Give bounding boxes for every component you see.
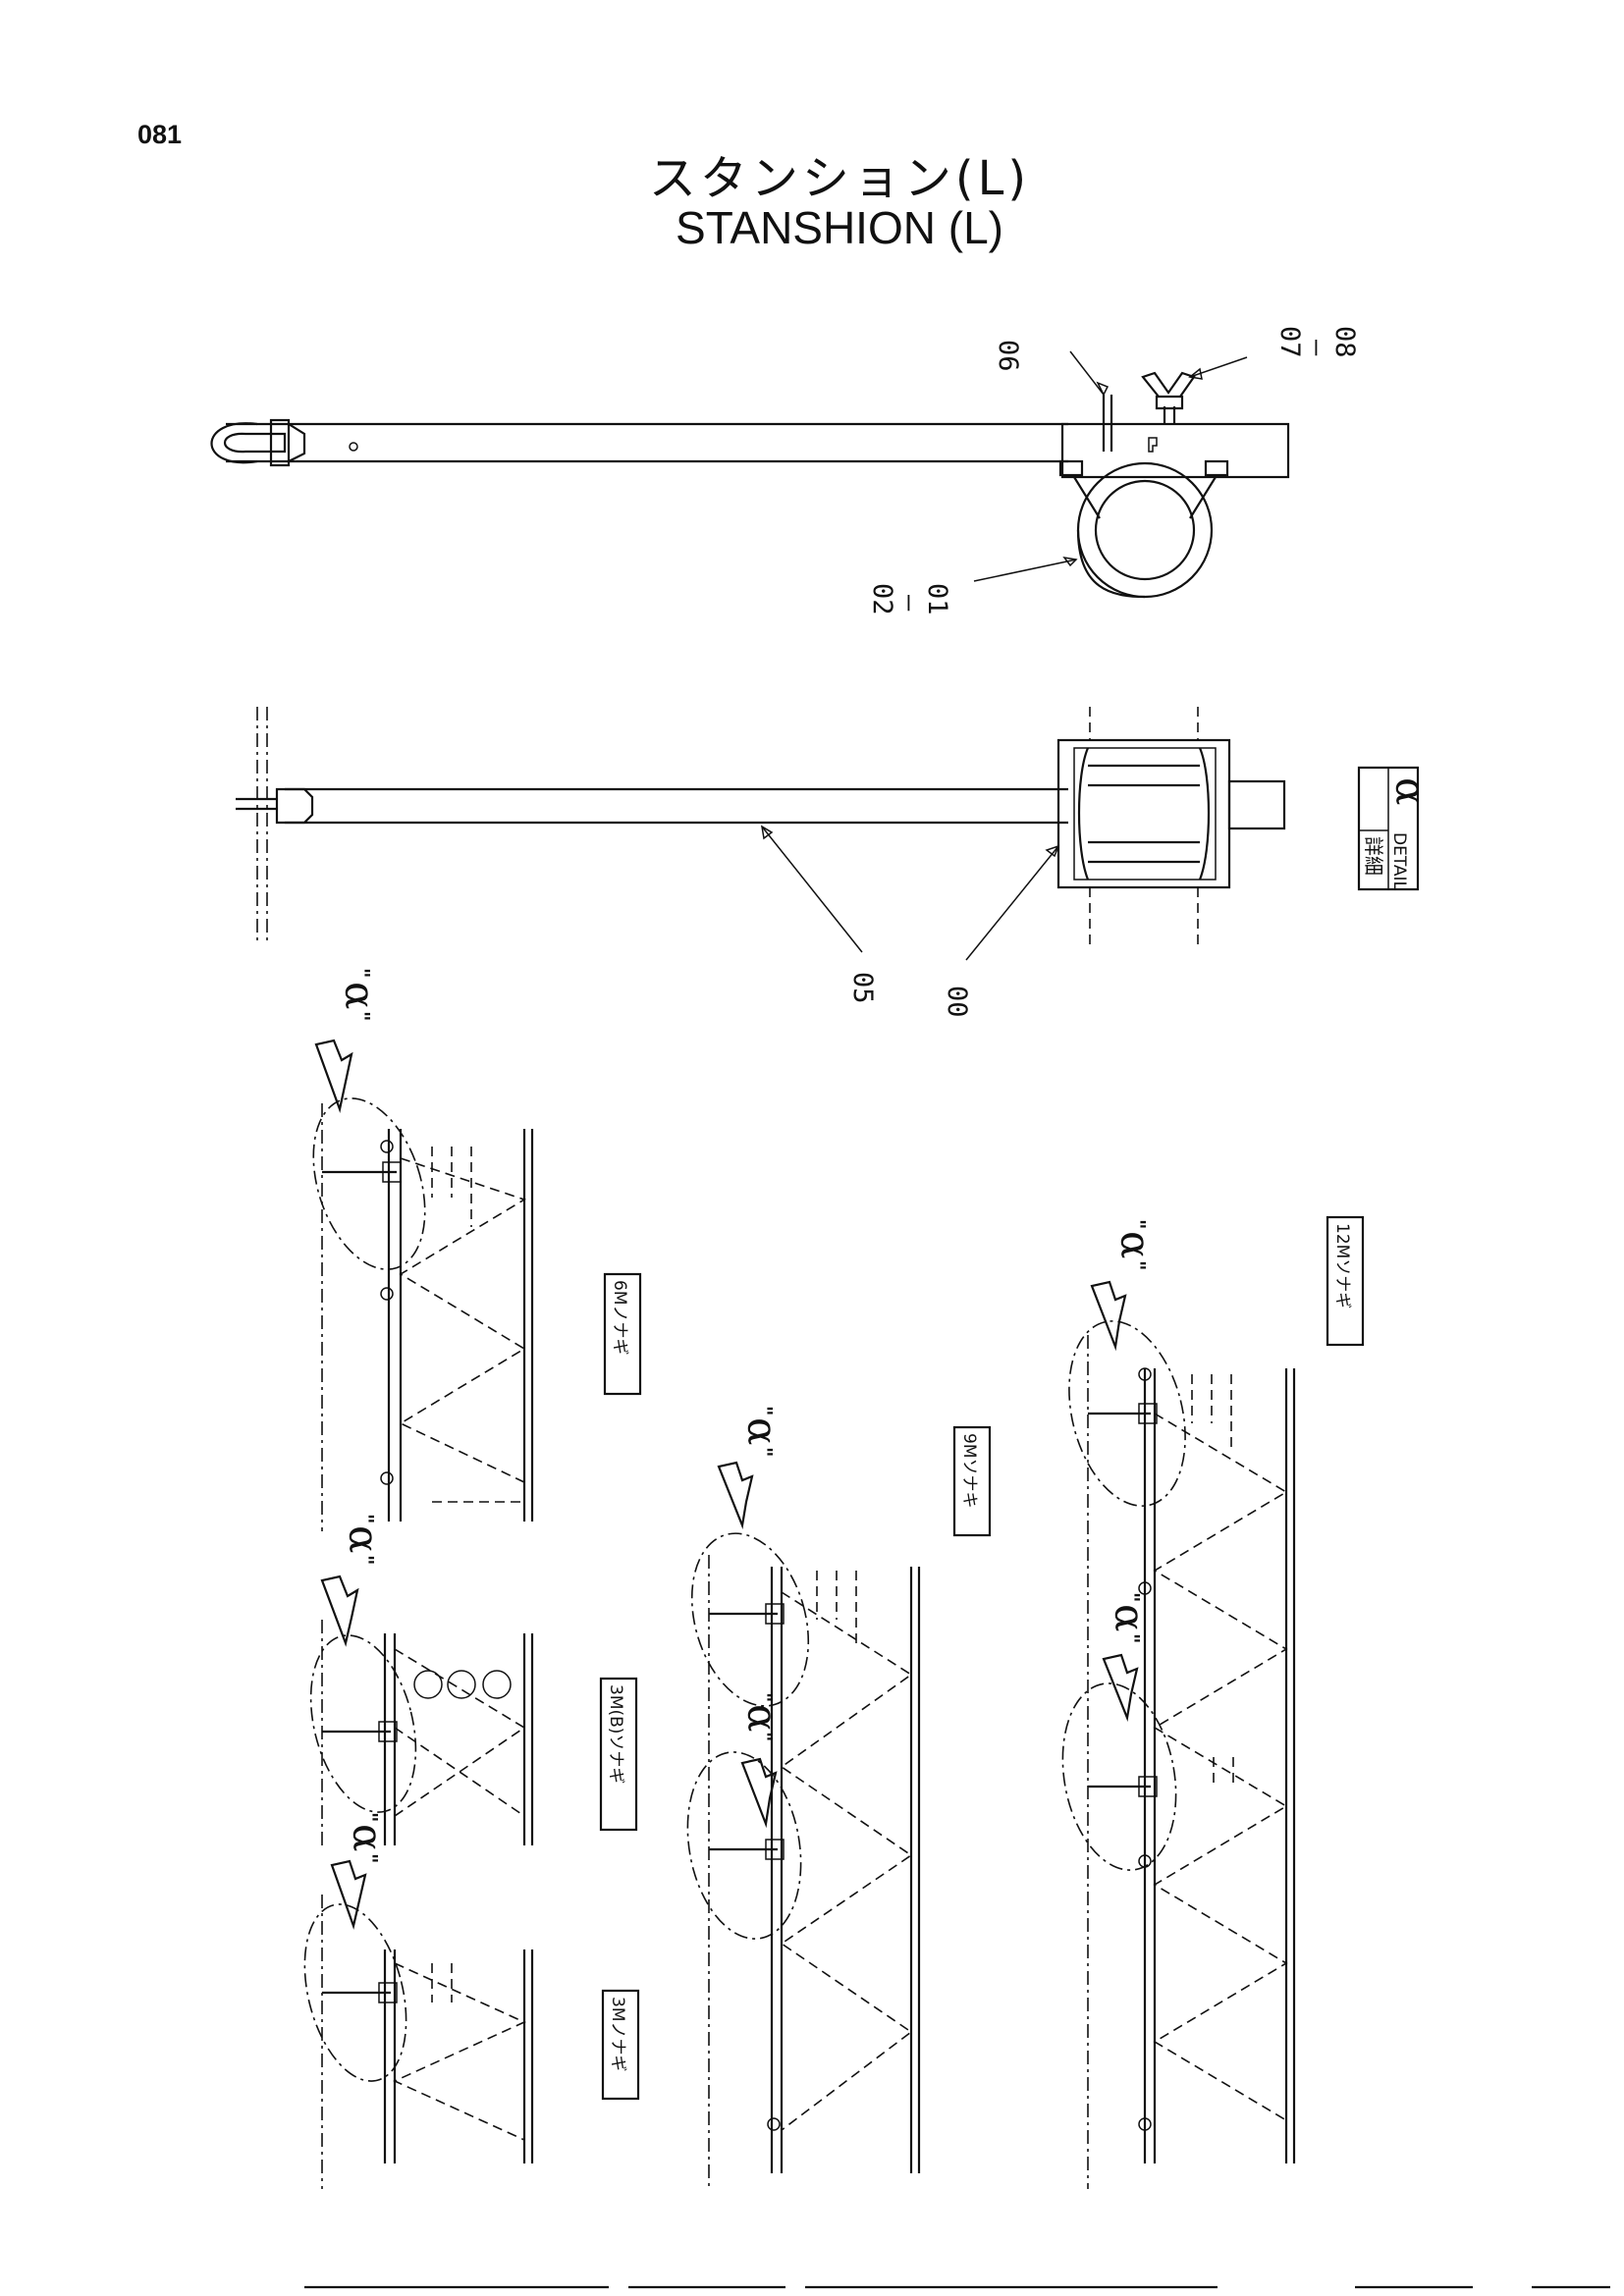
svg-text:–: –	[1302, 340, 1332, 356]
svg-text:": "	[753, 1692, 777, 1702]
svg-text:": "	[753, 1447, 777, 1457]
svg-text:00: 00	[942, 986, 972, 1018]
boom-section-label-12m: 12Mソナギ	[1332, 1223, 1352, 1308]
boom-section-3m-b: α " " 3M(B)ソナギ	[309, 1514, 638, 1845]
detail-marker-3m: α	[344, 1824, 392, 1851]
boom-section-label-3m-b: 3M(B)ソナギ	[606, 1684, 625, 1784]
part-label-07-08: 07 – 08	[1274, 326, 1360, 358]
title-japanese: スタンション(L)	[648, 151, 1031, 206]
svg-text:08: 08	[1329, 326, 1360, 358]
stanchion-side-view	[236, 707, 1286, 961]
svg-text:": "	[1120, 1592, 1144, 1602]
detail-box-symbol: α	[1386, 777, 1435, 805]
part-label-06: 06	[993, 340, 1023, 372]
svg-text:": "	[351, 968, 374, 978]
detail-marker-12m-lower: α	[1106, 1604, 1154, 1631]
boom-section-12m: α " " α " " 12Mソナギ	[1061, 1215, 1365, 2189]
boom-section-label-9m: 9Mソナキ	[959, 1433, 979, 1508]
svg-text:05: 05	[847, 972, 878, 1004]
svg-text:": "	[1126, 1260, 1150, 1270]
svg-text:07: 07	[1274, 326, 1305, 358]
detail-box-en: DETAIL	[1389, 832, 1409, 891]
boom-section-9m: α " " α " " 9Mソナキ	[686, 1406, 992, 2189]
boom-section-label-6m: 6Mノナギ	[610, 1280, 629, 1355]
svg-text:": "	[351, 1011, 374, 1021]
detail-box: 詳細 DETAIL α	[1357, 766, 1435, 891]
svg-text:": "	[354, 1514, 378, 1523]
part-label-02-01: 02 – 01	[867, 583, 952, 615]
detail-marker-12m-upper: α	[1111, 1231, 1160, 1258]
title-english: STANSHION (L)	[676, 202, 1003, 253]
svg-text:06: 06	[993, 340, 1023, 372]
svg-text:": "	[1120, 1633, 1144, 1643]
svg-text:": "	[358, 1812, 382, 1822]
detail-box-jp: 詳細	[1362, 836, 1385, 876]
svg-text:": "	[753, 1406, 777, 1415]
svg-text:01: 01	[922, 583, 952, 615]
page-number: 081	[137, 120, 183, 149]
svg-text:": "	[354, 1555, 378, 1565]
detail-marker-9m-upper: α	[738, 1417, 786, 1445]
part-label-00: 00	[942, 986, 972, 1018]
detail-marker-6m: α	[336, 982, 384, 1009]
part-label-05: 05	[847, 972, 878, 1004]
stanchion-top-view	[210, 350, 1290, 599]
boom-section-label-3m: 3Mノナギ	[608, 1997, 627, 2071]
svg-text:02: 02	[867, 583, 897, 615]
detail-marker-3m-b: α	[340, 1525, 388, 1553]
detail-marker-9m-lower: α	[738, 1704, 786, 1732]
svg-text:": "	[1126, 1219, 1150, 1229]
boom-section-3m: α " " 3Mノナギ	[303, 1812, 640, 2189]
boom-section-6m: α " " 6Mノナギ	[312, 968, 642, 1531]
svg-text:": "	[753, 1732, 777, 1741]
svg-text:–: –	[894, 595, 925, 612]
svg-text:": "	[358, 1853, 382, 1863]
